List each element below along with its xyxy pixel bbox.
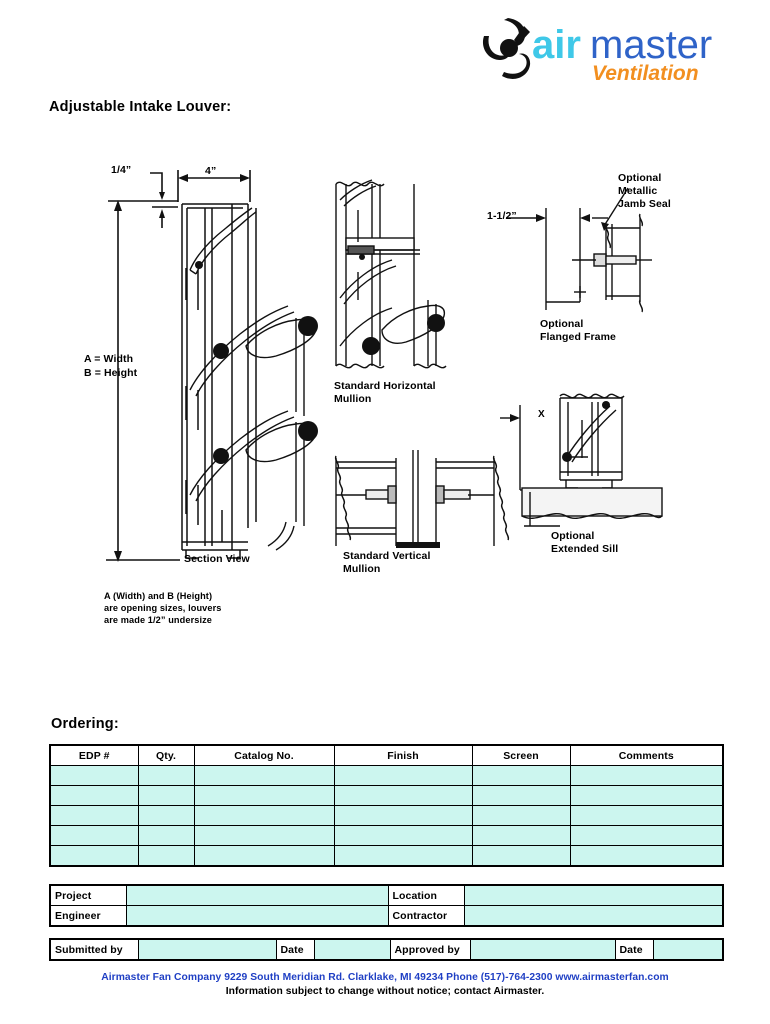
table-row <box>49 845 724 867</box>
cell-screen[interactable] <box>471 805 571 826</box>
cell-screen[interactable] <box>471 785 571 806</box>
cell-finish[interactable] <box>333 765 473 786</box>
ordering-table: EDP # Qty. Catalog No. Finish Screen Com… <box>49 744 724 867</box>
cell-comments[interactable] <box>569 785 724 806</box>
column-header-comments: Comments <box>569 744 724 766</box>
cell-catalog-no[interactable] <box>193 805 335 826</box>
cell-comments[interactable] <box>569 765 724 786</box>
cell-screen[interactable] <box>471 825 571 846</box>
table-row <box>49 765 724 786</box>
dimension-label-x: X <box>538 409 545 420</box>
table-row <box>49 825 724 846</box>
cell-edp[interactable] <box>49 825 139 846</box>
label-section-view: Section View <box>184 553 250 565</box>
cell-qty[interactable] <box>137 825 195 846</box>
cell-finish[interactable] <box>333 845 473 867</box>
approved-date-label: Date <box>614 938 654 961</box>
approved-date-field[interactable] <box>652 938 724 961</box>
column-header-edp: EDP # <box>49 744 139 766</box>
cell-finish[interactable] <box>333 805 473 826</box>
cell-catalog-no[interactable] <box>193 845 335 867</box>
location-field[interactable] <box>463 884 724 906</box>
label-optional-metallic-jamb-seal: Optional Metallic Jamb Seal <box>618 172 671 210</box>
label-a-width: A = Width <box>84 353 134 365</box>
cell-qty[interactable] <box>137 805 195 826</box>
cell-comments[interactable] <box>569 805 724 826</box>
table-row <box>49 805 724 826</box>
extended-sill-diagram <box>500 393 663 527</box>
cell-finish[interactable] <box>333 785 473 806</box>
approved-by-label: Approved by <box>389 938 471 961</box>
submitted-by-label: Submitted by <box>49 938 139 961</box>
page-title: Adjustable Intake Louver: <box>49 99 232 115</box>
louver-pivot-dots <box>195 261 318 464</box>
engineer-label: Engineer <box>49 905 127 927</box>
contractor-label: Contractor <box>387 905 465 927</box>
label-standard-horizontal-mullion: Standard Horizontal Mullion <box>334 380 436 405</box>
submitted-by-field[interactable] <box>137 938 277 961</box>
cell-screen[interactable] <box>471 765 571 786</box>
label-optional-flanged-frame: Optional Flanged Frame <box>540 318 616 343</box>
vertical-mullion-diagram <box>334 450 510 548</box>
project-info-table: Project Location Engineer Contractor <box>49 884 724 927</box>
engineer-field[interactable] <box>125 905 389 927</box>
footer-disclaimer: Information subject to change without no… <box>225 986 545 997</box>
label-b-height: B = Height <box>84 367 138 379</box>
section-view-body <box>181 203 257 559</box>
cell-edp[interactable] <box>49 805 139 826</box>
cell-edp[interactable] <box>49 765 139 786</box>
cell-qty[interactable] <box>137 765 195 786</box>
submitted-date-field[interactable] <box>313 938 391 961</box>
cell-qty[interactable] <box>137 785 195 806</box>
cell-qty[interactable] <box>137 845 195 867</box>
project-field[interactable] <box>125 884 389 906</box>
logo-text-master: master <box>590 23 712 67</box>
engineer-row: Engineer Contractor <box>49 905 724 927</box>
dimension-label-quarter-inch: 1/4” <box>111 164 132 176</box>
project-row: Project Location <box>49 884 724 906</box>
table-row <box>49 785 724 806</box>
column-header-catalog-no: Catalog No. <box>193 744 335 766</box>
ordering-table-header-row: EDP # Qty. Catalog No. Finish Screen Com… <box>49 744 724 766</box>
logo-text-air: air <box>532 23 581 67</box>
cell-comments[interactable] <box>569 825 724 846</box>
logo-text-ventilation: Ventilation <box>592 62 699 85</box>
ordering-title: Ordering: <box>51 716 119 732</box>
column-header-screen: Screen <box>471 744 571 766</box>
footer-company-info: Airmaster Fan Company 9229 South Meridia… <box>101 972 669 983</box>
signoff-row: Submitted by Date Approved by Date <box>49 938 724 961</box>
cell-catalog-no[interactable] <box>193 825 335 846</box>
cell-finish[interactable] <box>333 825 473 846</box>
dimension-label-one-and-half-inch: 1-1/2” <box>487 210 517 222</box>
location-label: Location <box>387 884 465 906</box>
louver-blades <box>189 207 317 551</box>
column-header-qty: Qty. <box>137 744 195 766</box>
diagram-note: A (Width) and B (Height) are opening siz… <box>104 591 222 625</box>
cell-comments[interactable] <box>569 845 724 867</box>
cell-catalog-no[interactable] <box>193 765 335 786</box>
contractor-field[interactable] <box>463 905 724 927</box>
dimension-label-four-inch: 4” <box>205 165 217 177</box>
approved-by-field[interactable] <box>469 938 616 961</box>
label-standard-vertical-mullion: Standard Vertical Mullion <box>343 550 431 575</box>
section-view-dimensions <box>106 170 251 562</box>
submitted-date-label: Date <box>275 938 315 961</box>
label-optional-extended-sill: Optional Extended Sill <box>551 530 619 555</box>
diagram-area: 1/4” 4” 1-1/2” X A = Width B = Height Se… <box>0 150 770 650</box>
cell-screen[interactable] <box>471 845 571 867</box>
horizontal-mullion-diagram <box>335 179 447 369</box>
fan-mark-icon <box>482 18 531 79</box>
airmaster-logo: air master Ventilation <box>478 14 746 86</box>
cell-catalog-no[interactable] <box>193 785 335 806</box>
cell-edp[interactable] <box>49 845 139 867</box>
column-header-finish: Finish <box>333 744 473 766</box>
flanged-frame-diagram <box>506 187 652 313</box>
project-label: Project <box>49 884 127 906</box>
signoff-table: Submitted by Date Approved by Date <box>49 938 724 961</box>
cell-edp[interactable] <box>49 785 139 806</box>
